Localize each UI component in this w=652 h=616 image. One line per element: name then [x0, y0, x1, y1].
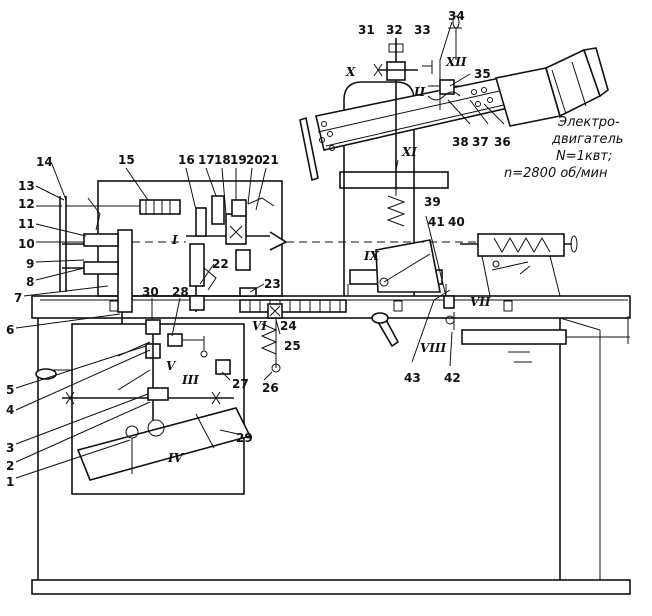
- label-shaft-VI: VI: [252, 319, 267, 333]
- label-part-22: 22: [212, 257, 229, 271]
- motor-note-line2: двигатель: [551, 132, 623, 147]
- leadscrew: [239, 287, 347, 373]
- tailstock: [460, 233, 578, 297]
- label-part-32: 32: [386, 23, 403, 37]
- motor-note-line1: Электро-: [557, 115, 620, 130]
- label-part-26: 26: [262, 381, 279, 395]
- grinding-arm: [299, 77, 509, 182]
- part-numbers: 1 2 3 4 5 6 7 8 9 10 11 12 13 14 15 16 1…: [6, 9, 511, 489]
- label-part-7: 7: [14, 291, 22, 305]
- label-part-28: 28: [172, 285, 189, 299]
- feed-handles: [35, 289, 455, 380]
- table-drive: [461, 316, 630, 363]
- label-part-43: 43: [404, 371, 421, 385]
- gearbox-mechanism: [62, 312, 252, 481]
- label-part-31: 31: [358, 23, 375, 37]
- motor-note: Электро- двигатель N=1квт; n=2800 об/мин: [504, 115, 623, 181]
- label-shaft-III: III: [181, 373, 199, 387]
- label-part-20: 20: [246, 153, 263, 167]
- label-shaft-X: X: [345, 65, 356, 79]
- label-part-16: 16: [178, 153, 195, 167]
- shaft-numerals: I II III IV V VI VII VIII IX X XI XII: [166, 55, 491, 465]
- label-part-13: 13: [18, 179, 35, 193]
- label-part-29: 29: [236, 431, 253, 445]
- label-part-12: 12: [18, 197, 35, 211]
- label-part-14: 14: [36, 155, 53, 169]
- label-shaft-II: II: [413, 85, 426, 99]
- label-part-2: 2: [6, 459, 14, 473]
- label-shaft-I: I: [171, 233, 178, 247]
- label-part-40: 40: [448, 215, 465, 229]
- label-part-25: 25: [284, 339, 301, 353]
- label-part-38: 38: [452, 135, 469, 149]
- label-part-9: 9: [26, 257, 34, 271]
- crank-disk: [375, 239, 441, 293]
- label-shaft-VII: VII: [470, 295, 491, 309]
- label-shaft-VIII: VIII: [420, 341, 447, 355]
- label-shaft-V: V: [166, 359, 177, 373]
- label-part-18: 18: [214, 153, 231, 167]
- label-part-24: 24: [280, 319, 297, 333]
- label-part-3: 3: [6, 441, 14, 455]
- motor-note-line4: n=2800 об/мин: [504, 166, 608, 181]
- motor-note-line3: N=1квт;: [556, 149, 612, 164]
- label-part-15: 15: [118, 153, 135, 167]
- top-spindle-mechanism: [373, 15, 462, 227]
- label-part-17: 17: [198, 153, 215, 167]
- label-shaft-XII: XII: [445, 55, 467, 69]
- label-part-6: 6: [6, 323, 14, 337]
- label-part-19: 19: [230, 153, 247, 167]
- label-shaft-IV: IV: [167, 451, 185, 465]
- label-part-4: 4: [6, 403, 14, 417]
- label-part-23: 23: [264, 277, 281, 291]
- spindle-assembly: [59, 196, 480, 313]
- label-part-33: 33: [414, 23, 431, 37]
- label-part-41: 41: [428, 215, 445, 229]
- label-part-42: 42: [444, 371, 461, 385]
- label-part-21: 21: [262, 153, 279, 167]
- label-part-1: 1: [6, 475, 14, 489]
- label-part-39: 39: [424, 195, 441, 209]
- leader-lines: [15, 21, 505, 479]
- headstock-gears: [189, 195, 275, 312]
- label-part-11: 11: [18, 217, 35, 231]
- label-part-5: 5: [6, 383, 14, 397]
- label-part-36: 36: [494, 135, 511, 149]
- label-part-8: 8: [26, 275, 34, 289]
- label-shaft-XI: XI: [401, 145, 417, 159]
- label-shaft-IX: IX: [363, 249, 380, 263]
- label-part-34: 34: [448, 9, 465, 23]
- label-part-10: 10: [18, 237, 35, 251]
- label-part-27: 27: [232, 377, 249, 391]
- label-part-30: 30: [142, 285, 159, 299]
- label-part-35: 35: [474, 67, 491, 81]
- label-part-37: 37: [472, 135, 489, 149]
- electric-motor: [494, 47, 609, 127]
